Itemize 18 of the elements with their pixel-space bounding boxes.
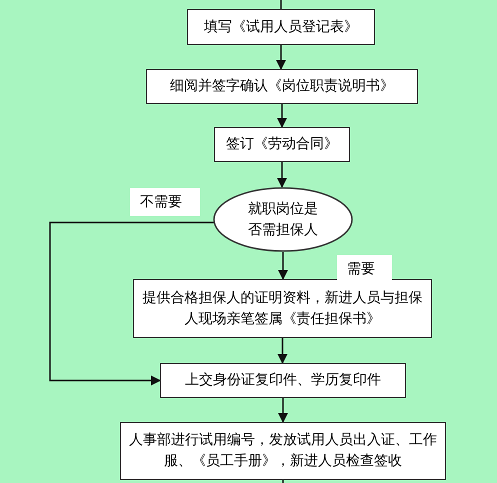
arrow bbox=[49, 222, 214, 386]
decision-ellipse: 就职岗位是否需担保人 bbox=[213, 187, 353, 252]
arrow bbox=[278, 252, 288, 280]
process-box: 细阅并签字确认《岗位职责说明书》 bbox=[146, 69, 418, 104]
process-box: 签订《劳动合同》 bbox=[214, 127, 350, 162]
process-box: 上交身份证复印件、学历复印件 bbox=[160, 363, 406, 398]
arrow bbox=[276, 45, 286, 70]
arrow bbox=[277, 162, 287, 188]
process-box: 人事部进行试用编号，发放试用人员出入证、工作服、《员工手册》，新进人员检查签收 bbox=[120, 422, 446, 480]
arrow bbox=[277, 104, 287, 128]
arrow bbox=[278, 398, 288, 423]
edge-label: 不需要 bbox=[130, 188, 200, 216]
edge-label: 需要 bbox=[337, 255, 392, 283]
connector-line bbox=[282, 480, 284, 483]
process-box: 填写《试用人员登记表》 bbox=[187, 9, 375, 45]
process-box: 提供合格担保人的证明资料，新进人员与担保人现场亲笔签属《责任担保书》 bbox=[133, 279, 432, 338]
connector-line bbox=[280, 0, 282, 9]
arrow bbox=[278, 338, 288, 364]
